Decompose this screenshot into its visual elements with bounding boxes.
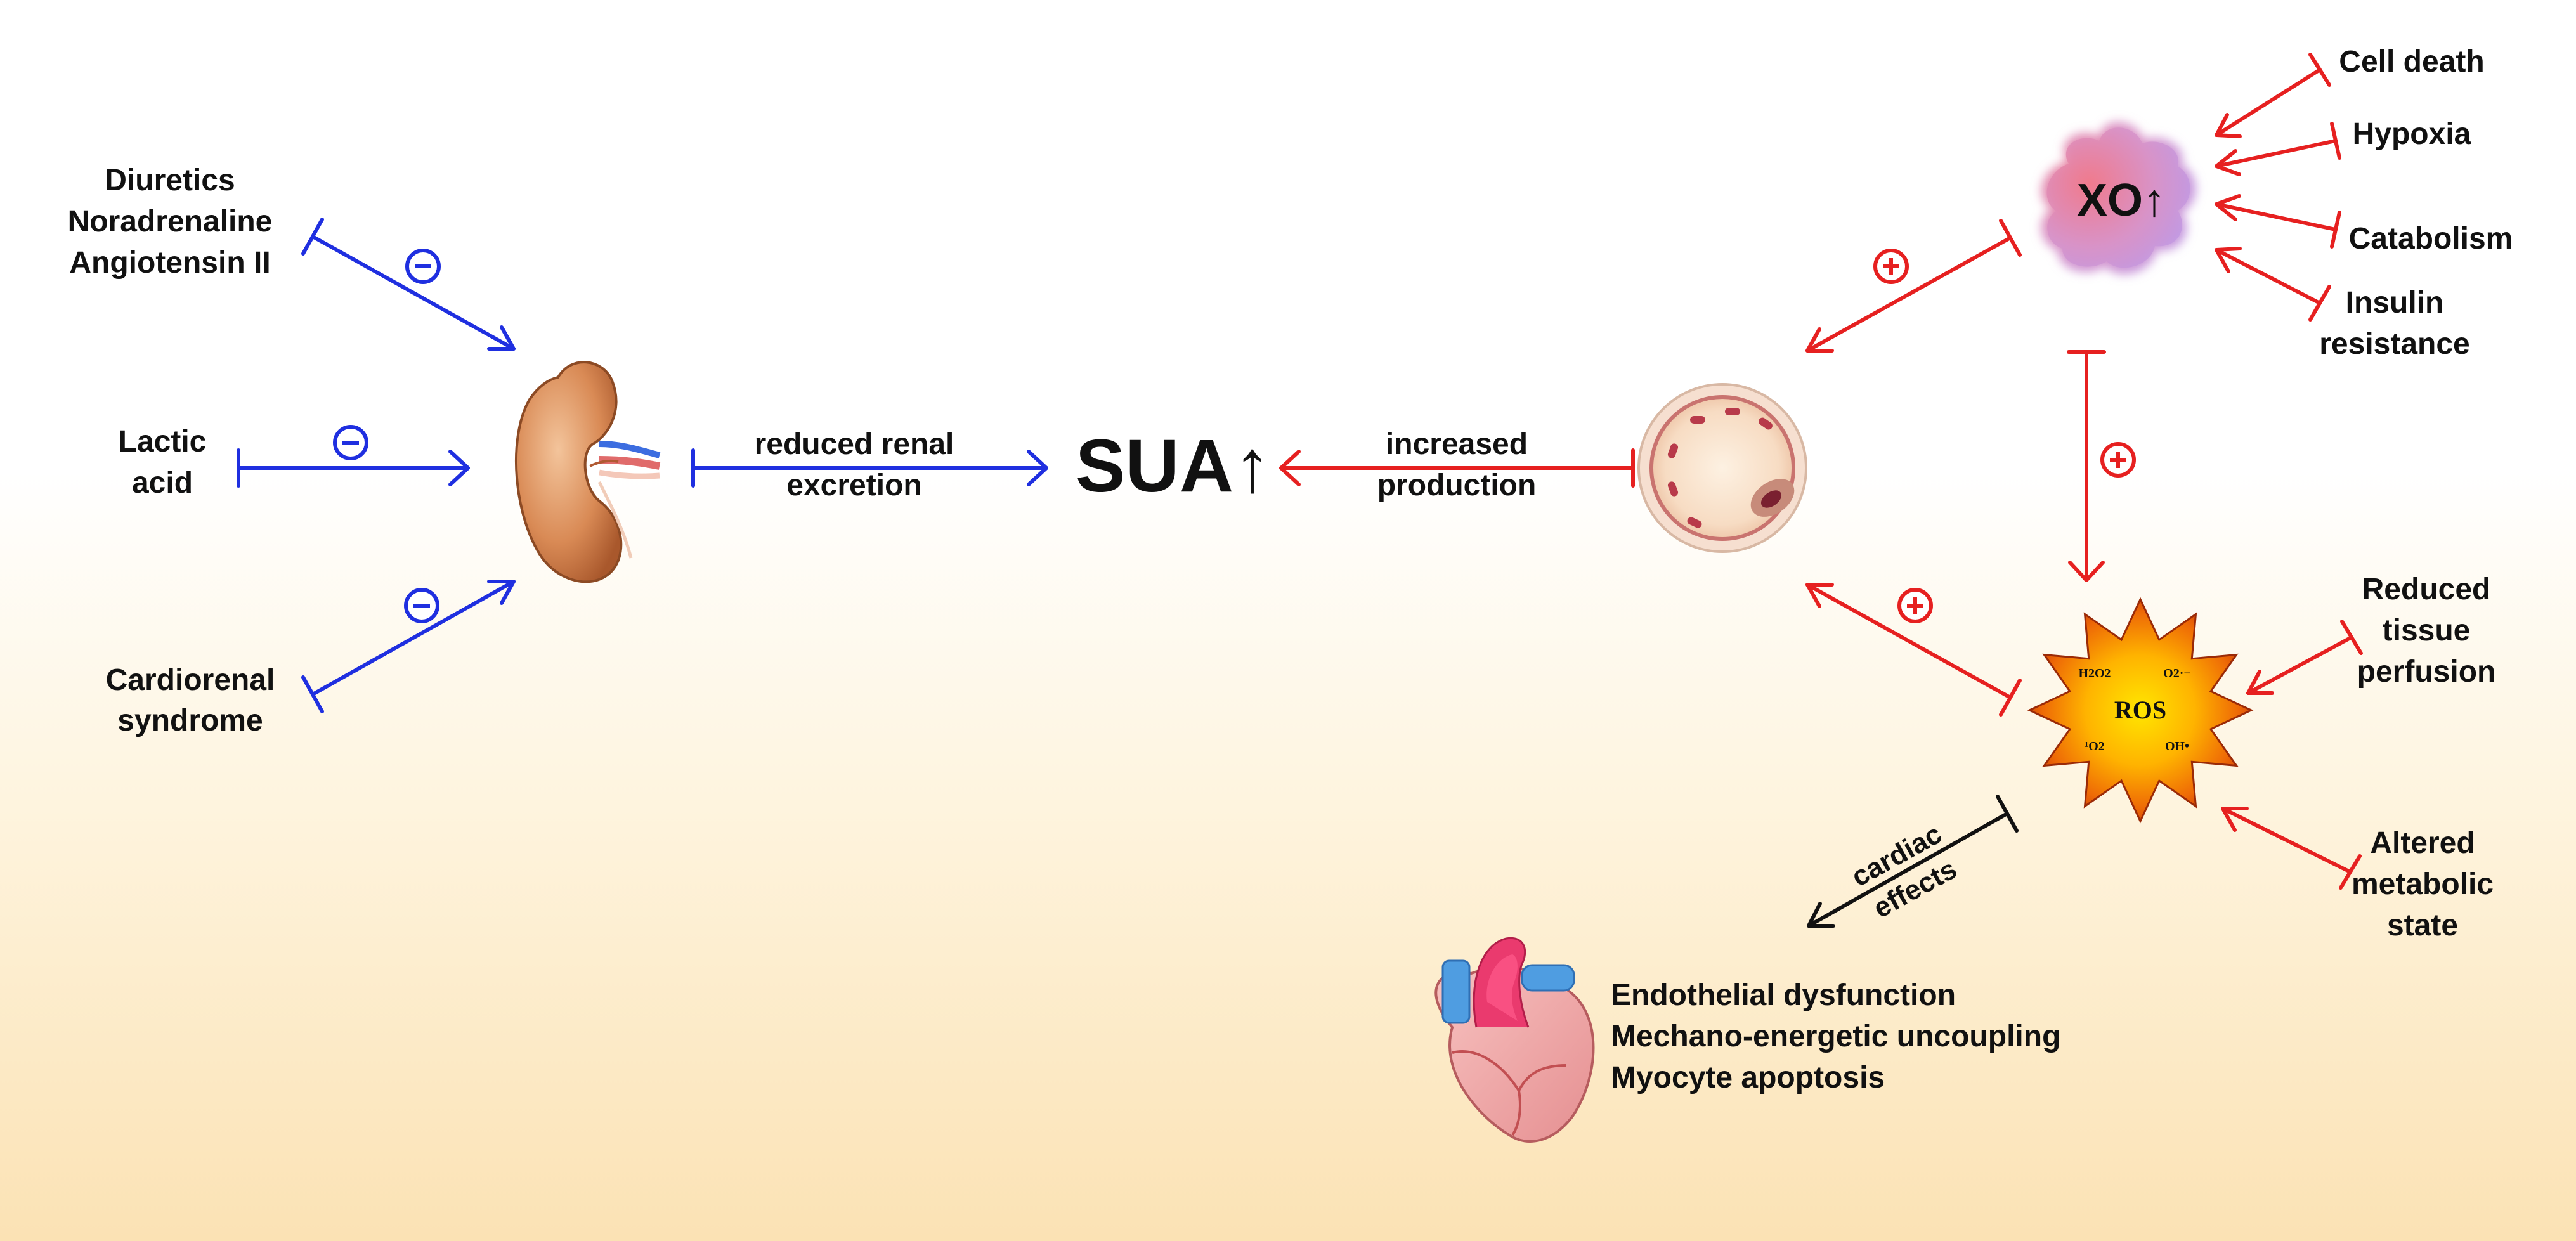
- plus-sign-1: [1873, 249, 1909, 284]
- heart-effect-endothelial: Endothelial dysfunction: [1611, 978, 1956, 1012]
- input-lactic-line1: Lactic: [119, 425, 207, 458]
- production-label-line2: production: [1377, 469, 1537, 502]
- input-group-lactic: Lactic acid: [119, 425, 207, 500]
- production-label-line1: increased: [1386, 427, 1528, 461]
- plus-sign-2: [2100, 442, 2136, 478]
- ros-input-perfusion-line3: perfusion: [2357, 655, 2496, 689]
- ros-input-metabolic-line2: metabolic: [2352, 867, 2494, 901]
- arrow-perfusion-to-ros: [2246, 620, 2363, 695]
- sua-label: SUA↑: [1076, 424, 1271, 508]
- ros-input-metabolic-line1: Altered: [2370, 826, 2475, 860]
- blue-arrows: [237, 218, 1048, 713]
- plus-sign-3: [1897, 588, 1933, 623]
- arrow-xo-to-cell: [1805, 219, 2022, 353]
- ros-burst: ROS H2O2 O2·− ¹O2 OH•: [2027, 597, 2254, 824]
- ros-species-hydroxyl: OH•: [2165, 739, 2189, 753]
- arrow-insulin-to-xo: [2215, 247, 2331, 322]
- ros-species-superoxide: O2·−: [2163, 666, 2191, 680]
- minus-signs: [333, 249, 441, 623]
- input-cardiorenal-line1: Cardiorenal: [106, 663, 275, 697]
- xo-input-hypoxia: Hypoxia: [2353, 117, 2471, 151]
- input-cardiorenal-line2: syndrome: [117, 704, 263, 737]
- xo-blob: XO↑: [2041, 122, 2196, 275]
- arrow-hypoxia-to-xo: [2215, 122, 2341, 176]
- minus-sign-3: [404, 588, 439, 623]
- heart-effect-mechano: Mechano-energetic uncoupling: [1611, 1020, 2060, 1053]
- red-arrows: [1279, 53, 2363, 890]
- ros-input-perfusion-line1: Reduced: [2362, 573, 2491, 606]
- input-group-diuretics: Diuretics Noradrenaline Angiotensin II: [68, 164, 273, 280]
- ros-species-singlet-oxygen: ¹O2: [2085, 739, 2105, 753]
- minus-sign-2: [333, 425, 368, 460]
- arrow-celldeath-to-xo: [2215, 53, 2331, 138]
- arrow-metabolic-to-ros: [2221, 807, 2362, 890]
- ros-species-h2o2: H2O2: [2078, 666, 2111, 680]
- xo-input-insulin-line1: Insulin: [2346, 286, 2444, 320]
- arrow-xo-to-ros: [2067, 350, 2106, 582]
- input-diuretics-line1: Diuretics: [105, 164, 235, 197]
- cell-icon: [1637, 383, 1807, 553]
- heart-effect-apoptosis: Myocyte apoptosis: [1611, 1061, 1885, 1095]
- ros-input-perfusion-line2: tissue: [2383, 614, 2471, 647]
- arrow-diuretics-to-kidney: [301, 218, 516, 351]
- input-group-cardiorenal: Cardiorenal syndrome: [106, 663, 275, 737]
- input-lactic-line2: acid: [132, 466, 193, 500]
- plus-signs: [1873, 249, 2136, 623]
- renal-label-line1: reduced renal: [755, 427, 954, 461]
- xo-label: XO↑: [2077, 175, 2166, 226]
- ros-label: ROS: [2114, 696, 2166, 724]
- arrow-lactic-to-kidney: [237, 448, 470, 488]
- arrow-cardiorenal-to-kidney: [301, 580, 516, 713]
- arrow-kidney-to-sua: [691, 448, 1048, 488]
- ros-input-metabolic-line3: state: [2387, 909, 2458, 942]
- input-diuretics-line3: Angiotensin II: [69, 246, 270, 280]
- xo-input-catabolism: Catabolism: [2349, 222, 2513, 256]
- xo-input-cell-death: Cell death: [2339, 45, 2484, 79]
- arrow-catabolism-to-xo: [2215, 194, 2341, 249]
- input-diuretics-line2: Noradrenaline: [68, 205, 273, 238]
- kidney-icon: [514, 361, 661, 583]
- xo-input-insulin-line2: resistance: [2319, 327, 2470, 361]
- arrow-cell-to-sua: [1279, 448, 1635, 488]
- minus-sign-1: [405, 249, 441, 284]
- arrow-ros-to-cell: [1805, 583, 2022, 717]
- arrow-ros-to-heart: [1807, 795, 2019, 928]
- heart-icon: [1434, 937, 1595, 1143]
- renal-label-line2: excretion: [786, 469, 921, 502]
